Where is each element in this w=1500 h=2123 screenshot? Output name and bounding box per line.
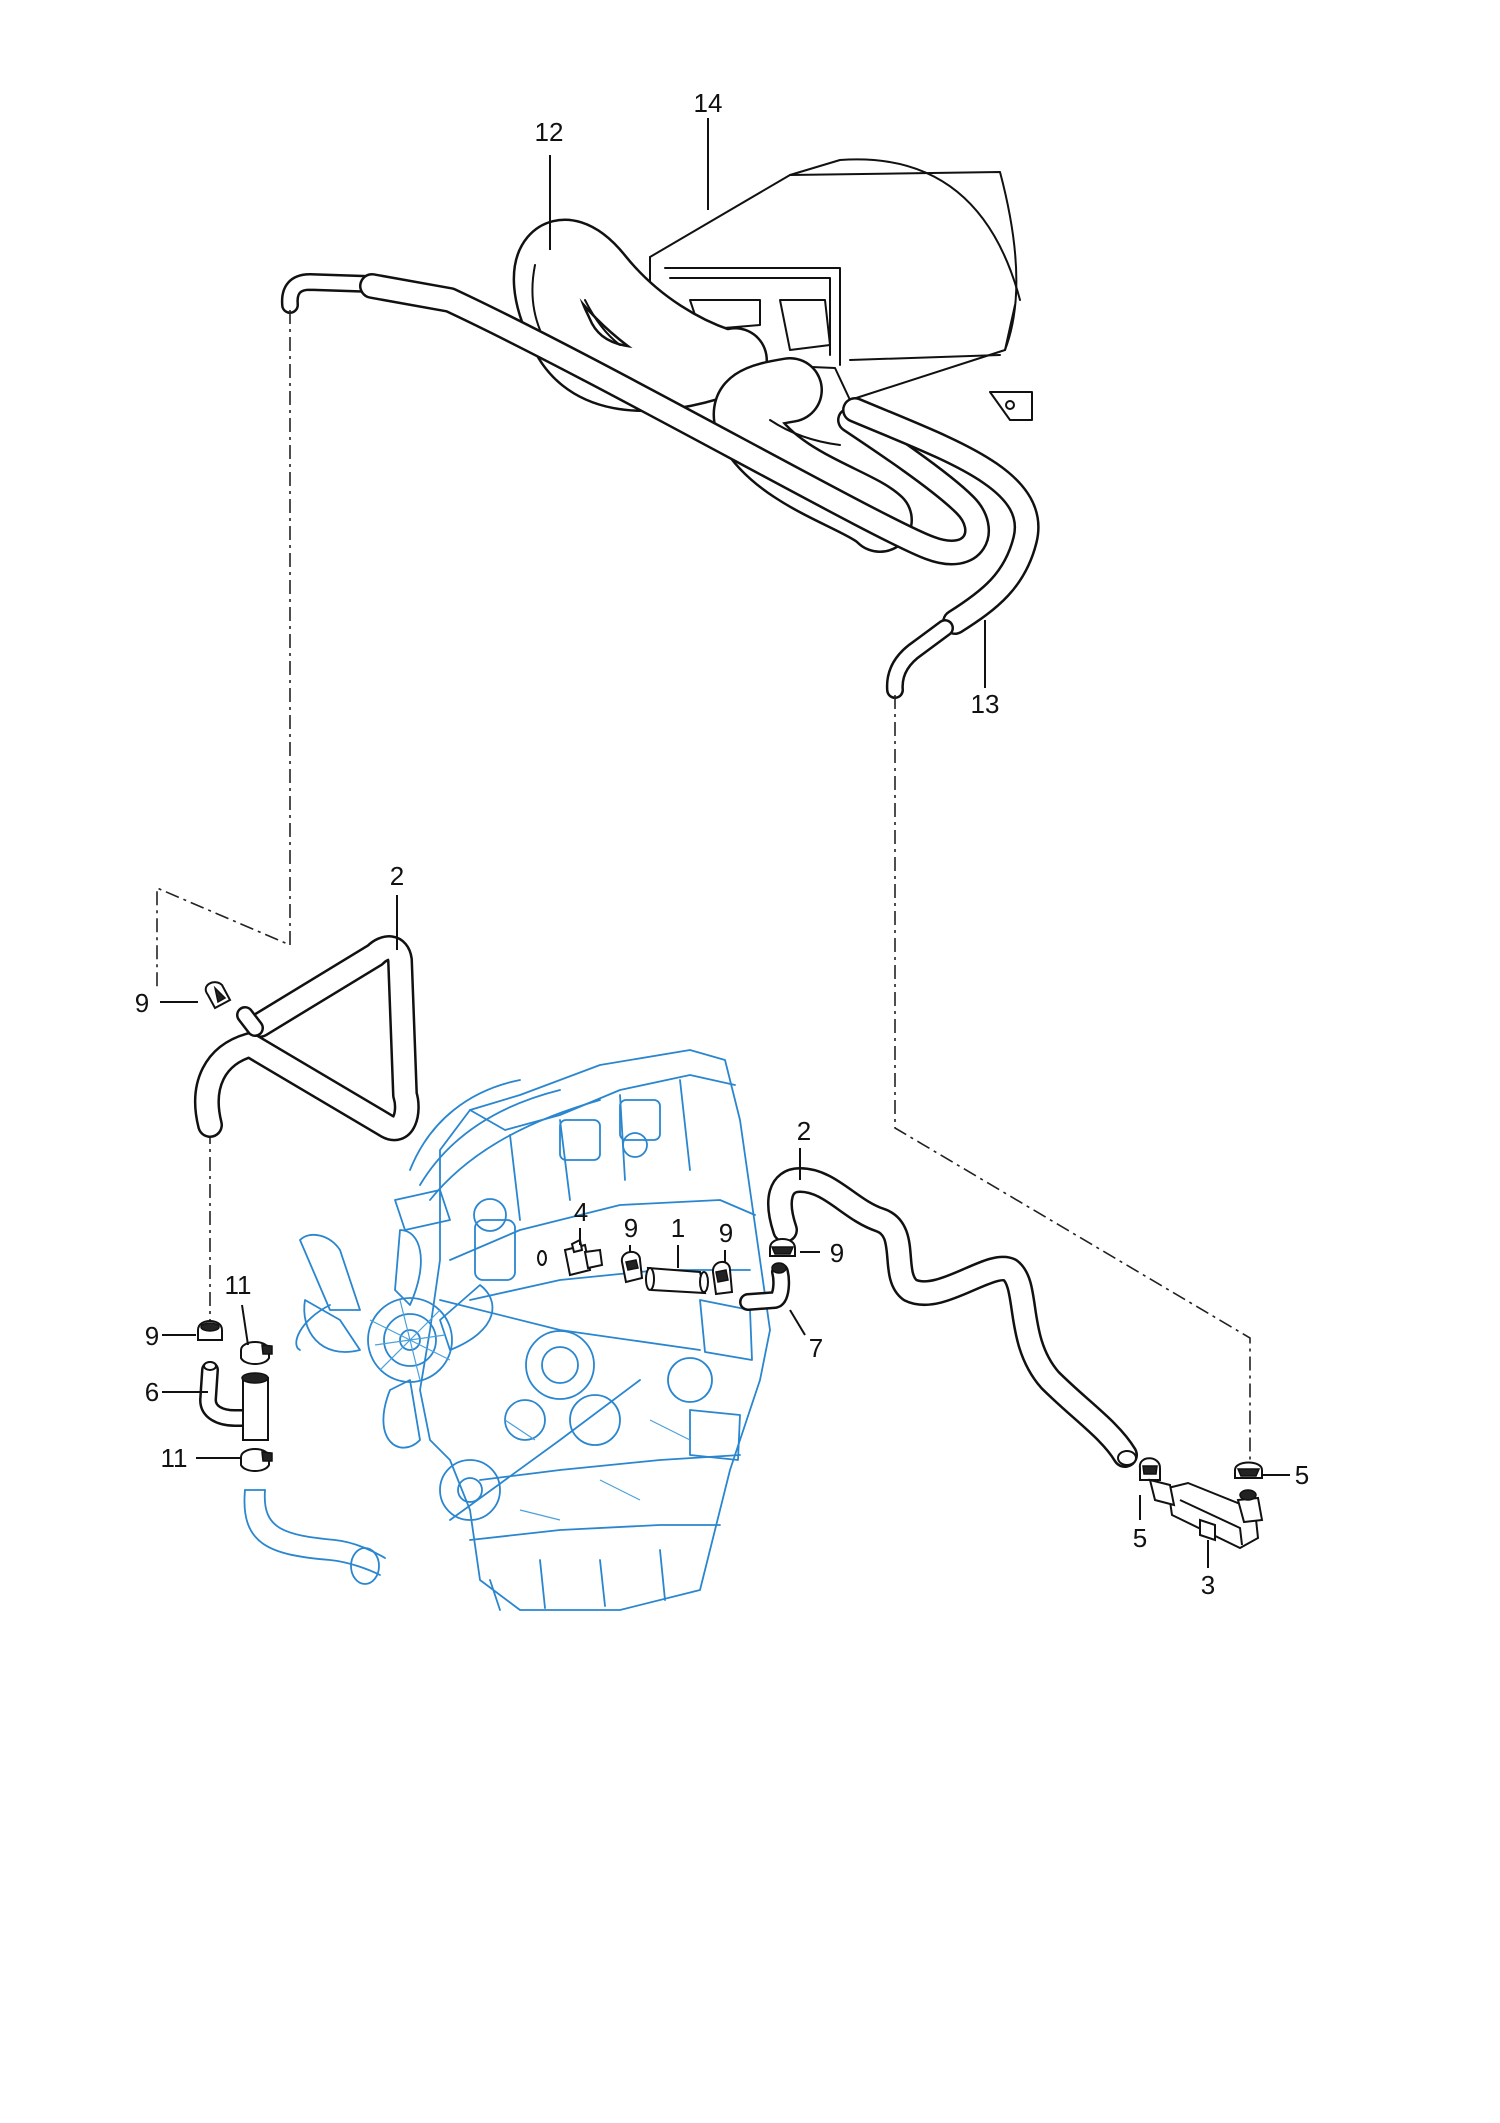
callout-11-bottom: 11 — [161, 1443, 188, 1473]
callout-6: 6 — [145, 1377, 159, 1407]
callout-2-right: 2 — [797, 1116, 811, 1146]
valve-3 — [1148, 1478, 1264, 1550]
callout-9-top-left: 9 — [135, 988, 149, 1018]
hose-2-left — [194, 935, 420, 1142]
callout-5-right: 5 — [1295, 1460, 1309, 1490]
callout-9-center-b: 9 — [719, 1218, 733, 1248]
fitting-4 — [537, 1238, 604, 1277]
hose-clamp-5 — [1234, 1461, 1263, 1479]
callout-9-center-a: 9 — [624, 1213, 638, 1243]
callout-9-right: 9 — [830, 1238, 844, 1268]
short-hose — [241, 1372, 269, 1441]
elbow-7 — [739, 1262, 791, 1311]
heater-hose-12 — [512, 218, 913, 553]
callout-labels: 14 12 13 2 9 2 4 9 1 9 9 7 11 9 6 11 5 5… — [135, 88, 1309, 1600]
hose-clamp-9 — [204, 981, 232, 1010]
heater-pipe-13 — [842, 397, 1040, 699]
engine-block — [243, 1049, 771, 1611]
leader-lines — [160, 118, 1290, 1568]
callout-13: 13 — [971, 689, 1000, 719]
hose-clamp-9 — [712, 1261, 734, 1296]
callout-2-left: 2 — [390, 861, 404, 891]
hose-clamp-11 — [240, 1341, 273, 1365]
callout-11-top: 11 — [225, 1270, 252, 1300]
callout-3: 3 — [1201, 1570, 1215, 1600]
callout-7: 7 — [809, 1333, 823, 1363]
hose-clamp-11 — [240, 1448, 273, 1472]
heater-pipe-top-left — [280, 273, 990, 566]
hose-clamp-5 — [1138, 1457, 1161, 1481]
hose-clamp-9 — [769, 1238, 796, 1257]
pipe-1 — [645, 1266, 709, 1295]
pipe-6 — [199, 1361, 261, 1427]
callout-14: 14 — [694, 88, 723, 118]
hose-clamp-9 — [620, 1251, 644, 1284]
hose-2-right — [767, 1167, 1138, 1468]
callout-4: 4 — [574, 1197, 588, 1227]
callout-9-mid-left: 9 — [145, 1321, 159, 1351]
hose-clamp-9 — [197, 1320, 223, 1341]
callout-1: 1 — [671, 1213, 685, 1243]
connection-dashed-lines — [156, 310, 1251, 1465]
callout-12: 12 — [535, 117, 564, 147]
callout-5-bottom: 5 — [1133, 1523, 1147, 1553]
